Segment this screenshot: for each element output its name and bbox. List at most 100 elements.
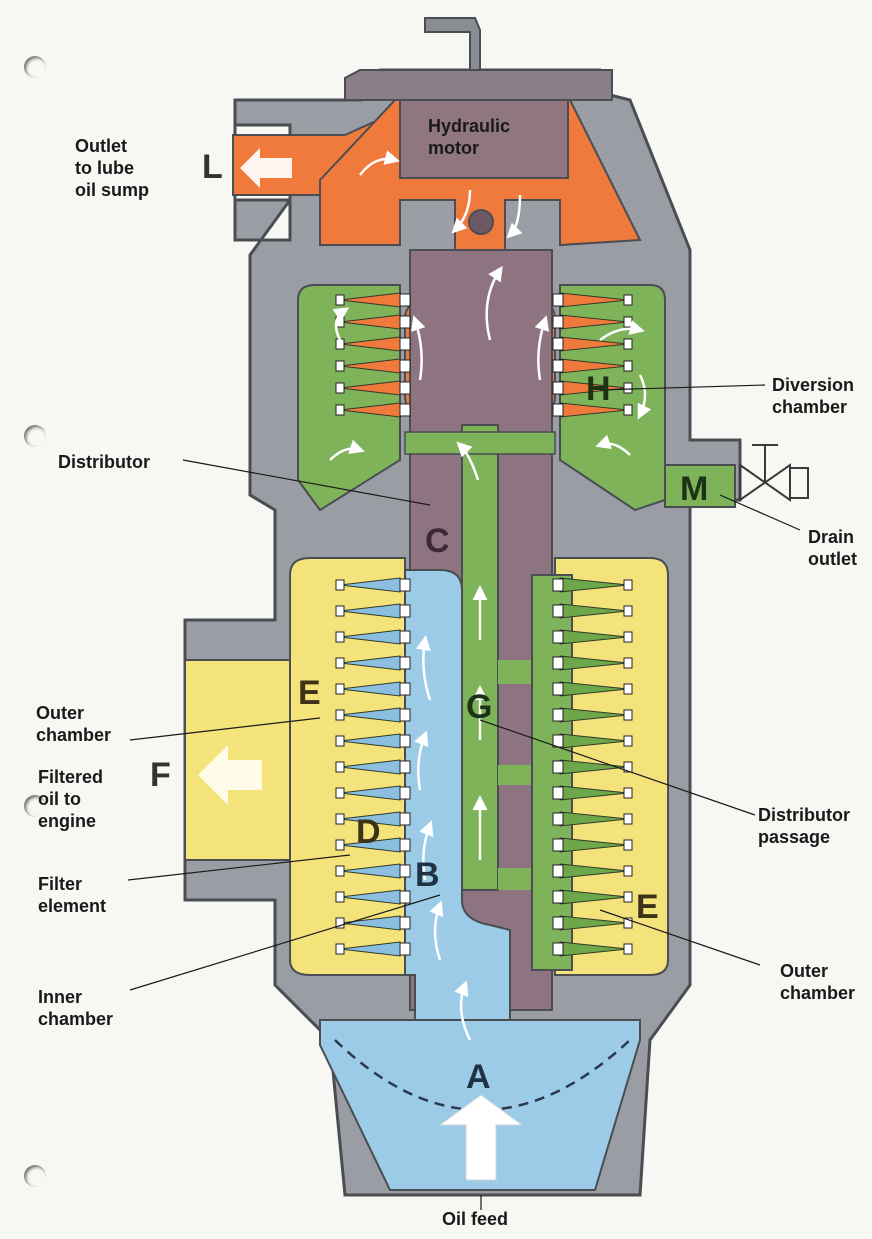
drain-outlet-label: Drain outlet — [808, 527, 857, 569]
letter-f: F — [150, 756, 171, 794]
filter-cap — [623, 316, 633, 328]
filter-cap — [623, 735, 633, 747]
letter-m: M — [680, 470, 709, 508]
filter-cap — [335, 382, 345, 394]
binder-hole-2 — [24, 425, 46, 447]
filter-bolt — [552, 682, 564, 696]
filter-cap — [335, 579, 345, 591]
filter-cap — [335, 813, 345, 825]
filter-cap — [335, 338, 345, 350]
filter-bolt — [399, 682, 411, 696]
hydraulic-motor-label: Hydraulic motor — [428, 116, 511, 158]
filter-bolt — [399, 890, 411, 904]
filter-bolt — [552, 656, 564, 670]
filter-bolt — [552, 760, 564, 774]
filter-bolt — [552, 630, 564, 644]
filter-bolt — [552, 381, 564, 395]
filter-cap — [623, 865, 633, 877]
filter-cap — [335, 683, 345, 695]
filter-bolt — [399, 916, 411, 930]
filter-cap — [623, 683, 633, 695]
top-cap — [344, 69, 613, 101]
filter-bolt — [552, 708, 564, 722]
filter-bolt — [552, 293, 564, 307]
filter-cap — [335, 943, 345, 955]
filter-cap — [623, 761, 633, 773]
binder-hole-3 — [24, 795, 46, 817]
letter-l: L — [202, 148, 223, 186]
top-pipe — [424, 17, 481, 71]
filter-cap — [623, 943, 633, 955]
flow-arrows — [329, 150, 652, 1041]
filter-bolt — [399, 604, 411, 618]
filter-bolt — [399, 760, 411, 774]
filter-cap — [623, 605, 633, 617]
filter-cap — [623, 382, 633, 394]
outlet-sump-label: Outlet to lube oil sump — [75, 136, 150, 200]
distributor-passage-label: Distributor passage — [758, 805, 850, 847]
letter-g: G — [466, 688, 493, 726]
letter-a: A — [466, 1058, 491, 1096]
outlet-l-arrow — [240, 148, 292, 188]
filter-cap — [335, 891, 345, 903]
filter-cap — [335, 917, 345, 929]
filter-cap — [623, 709, 633, 721]
filter-cap — [335, 404, 345, 416]
filter-bolt — [399, 812, 411, 826]
filter-bolt — [552, 864, 564, 878]
inner-chamber-label: Inner chamber — [38, 987, 114, 1029]
leader-lines — [127, 384, 801, 1210]
filter-cap — [335, 865, 345, 877]
filter-bolt — [399, 708, 411, 722]
letter-b: B — [415, 856, 440, 894]
hydraulic-motor — [399, 99, 569, 179]
filter-cap — [623, 657, 633, 669]
filter-cap — [623, 813, 633, 825]
filter-bolt — [399, 656, 411, 670]
filter-bolt — [552, 838, 564, 852]
filter-bolt — [552, 942, 564, 956]
outer-chamber-right-label: Outer chamber — [780, 961, 856, 1003]
filter-bolt — [399, 337, 411, 351]
filter-bolt — [552, 359, 564, 373]
filter-cap — [623, 404, 633, 416]
filter-cap — [335, 294, 345, 306]
filter-bolt — [552, 315, 564, 329]
filter-bolt — [552, 812, 564, 826]
filter-cap — [623, 338, 633, 350]
filter-cap — [623, 579, 633, 591]
filter-bolt — [399, 630, 411, 644]
oil-feed-arrow — [438, 1094, 524, 1181]
filter-bolt — [552, 604, 564, 618]
filter-cap — [335, 735, 345, 747]
filter-bolt — [399, 315, 411, 329]
filter-bolt — [552, 403, 564, 417]
motor-shaft — [468, 209, 494, 235]
filter-bolt — [552, 337, 564, 351]
filter-cap — [335, 360, 345, 372]
filter-bolt — [552, 578, 564, 592]
drain-valve — [739, 444, 809, 502]
filter-bolt — [399, 293, 411, 307]
binder-hole-1 — [24, 56, 46, 78]
filter-bolt — [399, 403, 411, 417]
letter-d: D — [356, 813, 381, 851]
filter-bolt — [399, 942, 411, 956]
filter-cap — [335, 787, 345, 799]
letter-c: C — [425, 522, 450, 560]
filtered-oil-arrow — [198, 745, 262, 805]
outer-chamber-left-label: Outer chamber — [36, 703, 112, 745]
filter-bolt — [552, 890, 564, 904]
oil-feed-label: Oil feed — [442, 1209, 509, 1229]
filter-cap — [335, 709, 345, 721]
letter-e-left: E — [298, 674, 321, 712]
filter-cap — [335, 657, 345, 669]
filter-bolt — [399, 578, 411, 592]
binder-hole-4 — [24, 1165, 46, 1187]
filter-bolt — [399, 864, 411, 878]
filter-bolt — [399, 359, 411, 373]
filter-cap — [623, 917, 633, 929]
passage-cross-top — [404, 431, 556, 455]
filter-element-stacks — [335, 292, 633, 957]
filter-cap — [335, 761, 345, 773]
